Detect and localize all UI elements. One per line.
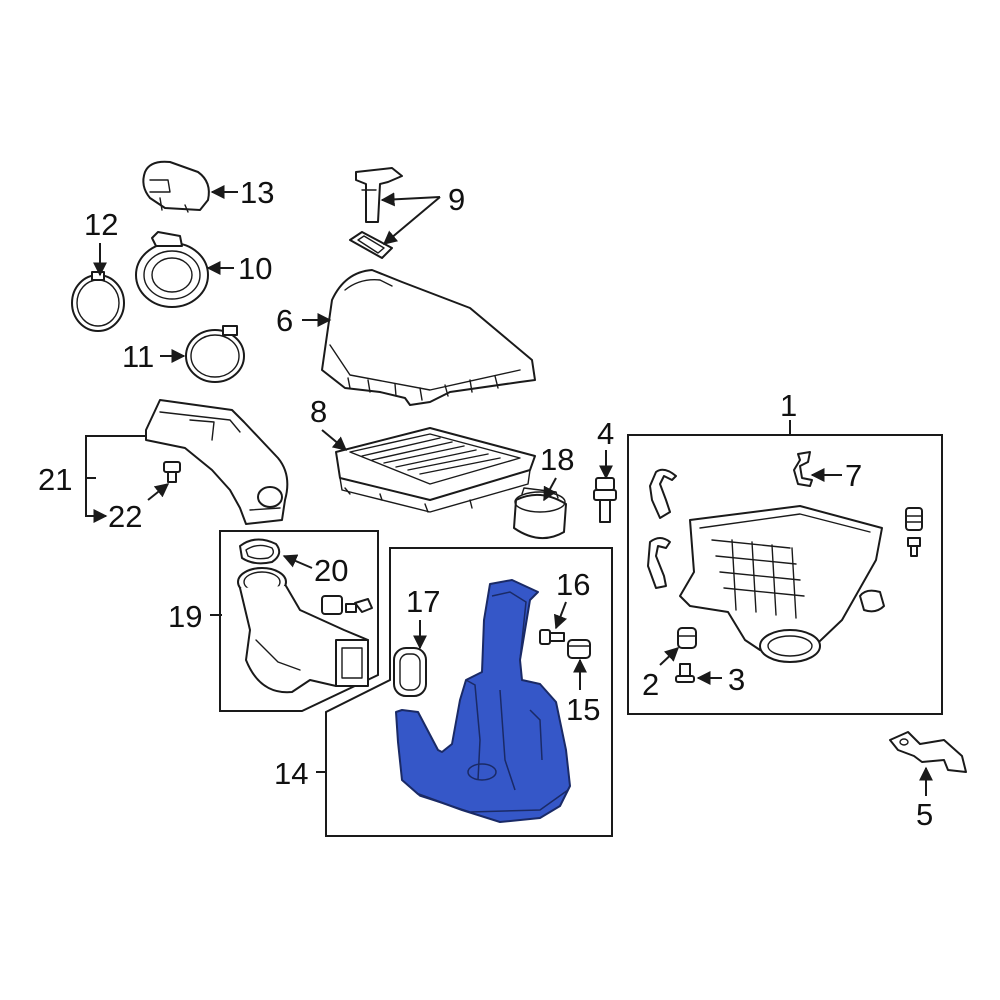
part-1-clip-b[interactable] [647,537,671,589]
callout-17: 17 [406,584,440,619]
part-7-clip[interactable] [793,451,813,487]
part-10-intake-tube[interactable] [135,231,209,308]
callout-2: 2 [642,667,659,702]
callout-16: 16 [556,567,590,602]
part-12-clamp[interactable] [71,271,125,332]
leader-21 [85,435,146,516]
callout-7: 7 [845,458,862,493]
part-11-clamp[interactable] [185,325,245,383]
callout-15: 15 [566,692,600,727]
callout-20: 20 [314,553,348,588]
callout-10: 10 [238,251,272,286]
callout-21: 21 [38,462,72,497]
part-18-seal[interactable] [513,487,567,539]
leader-8 [321,429,348,451]
part-4-bolt[interactable] [593,477,617,523]
callout-19: 19 [168,599,202,634]
part-14-lower-case-highlighted[interactable] [395,579,571,823]
part-6-air-cleaner-cover[interactable] [321,269,536,406]
callout-14: 14 [274,756,308,791]
group-box-14 [325,547,613,837]
leader-2 [659,647,680,666]
group-box-19 [219,530,379,712]
callout-4: 4 [597,416,614,451]
part-17-seal[interactable] [393,647,427,697]
leader-20 [282,554,313,569]
leader-16 [553,601,568,630]
part-21-resonator[interactable] [145,399,289,525]
part-16-bolt[interactable] [539,629,565,645]
part-5-bracket[interactable] [889,731,967,773]
part-20-gasket[interactable] [239,538,281,565]
callout-6: 6 [276,303,293,338]
part-19-air-duct[interactable] [237,567,373,694]
part-13-duct-cap[interactable] [142,160,210,213]
callout-8: 8 [310,394,327,429]
callout-13: 13 [240,175,274,210]
part-22-bolt[interactable] [163,461,181,483]
part-1-grommet-right[interactable] [859,507,923,613]
callout-1: 1 [780,388,797,423]
part-2-grommet[interactable] [677,627,697,649]
part-15-grommet[interactable] [567,639,591,659]
callout-22: 22 [108,499,142,534]
callout-18: 18 [540,442,574,477]
part-1-air-cleaner-case[interactable] [679,505,883,663]
group-box-1 [627,434,943,715]
part-8-filter[interactable] [335,427,536,513]
callout-11: 11 [122,339,154,374]
callout-3: 3 [728,662,745,697]
callout-5: 5 [916,797,933,832]
part-9-sensor[interactable] [349,167,403,259]
callout-9: 9 [448,182,465,217]
leader-18 [543,477,557,502]
leader-9a [380,192,441,207]
leader-9b [382,196,441,245]
part-3-bolt[interactable] [675,663,695,683]
callout-12: 12 [84,207,118,242]
leader-22 [147,483,170,501]
part-1-clip-a[interactable] [649,468,677,519]
